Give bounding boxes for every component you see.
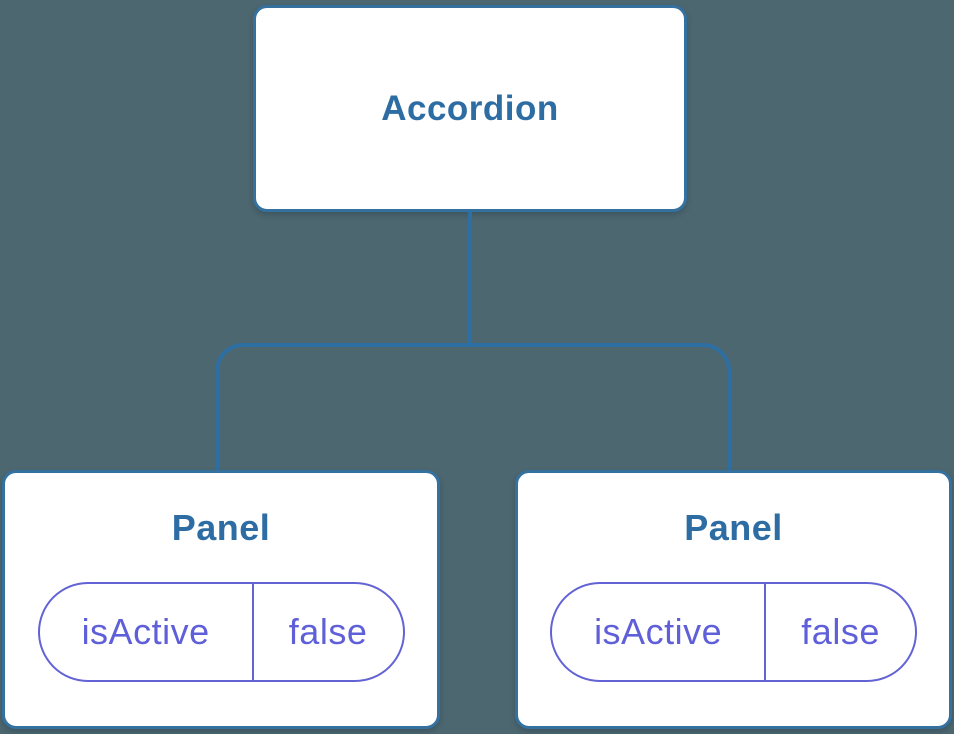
accordion-node-label: Accordion — [381, 88, 559, 128]
panel-node-left: Panel isActive false — [2, 470, 440, 729]
state-pill-left: isActive false — [37, 582, 405, 682]
panel-node-right: Panel isActive false — [515, 470, 952, 729]
state-pill-right: isActive false — [550, 582, 917, 682]
connector-stem — [468, 211, 472, 345]
panel-node-left-label: Panel — [171, 507, 271, 548]
panel-node-right-label: Panel — [684, 507, 783, 548]
connector-bracket — [215, 343, 731, 471]
state-value-label: false — [288, 611, 368, 652]
accordion-node: Accordion — [253, 5, 687, 212]
state-name-label: isActive — [40, 584, 254, 680]
state-value-label: false — [801, 611, 880, 652]
state-name-label: isActive — [552, 584, 767, 680]
